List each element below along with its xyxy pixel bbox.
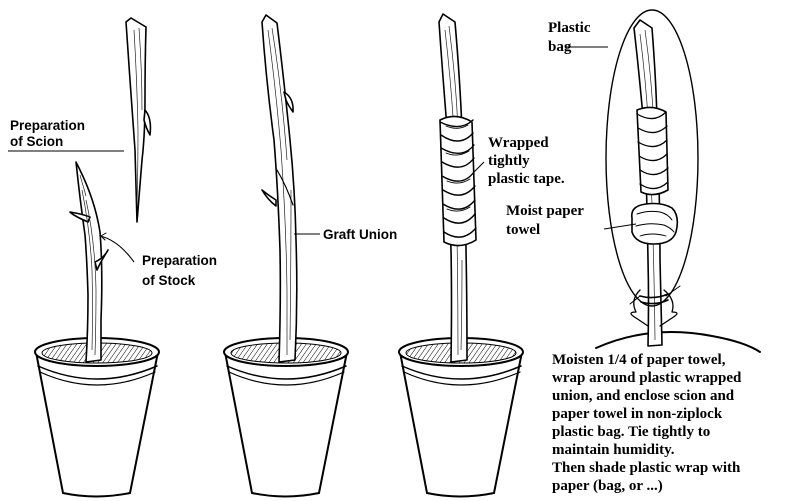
instruction-line: Then shade plastic wrap with: [552, 460, 741, 476]
instruction-line: paper (bag, or ...): [552, 478, 663, 494]
scion-1: [126, 18, 150, 222]
pot-3: [399, 338, 523, 497]
label-wrapped-line3: plastic tape.: [488, 171, 565, 187]
instruction-line: maintain humidity.: [552, 442, 675, 458]
label-scion-line2: of Scion: [10, 134, 63, 149]
label-towel-line2: towel: [506, 222, 540, 238]
instruction-line: Moisten 1/4 of paper towel,: [552, 352, 726, 368]
panel-preparation: [35, 18, 159, 497]
panel-graft-union: [224, 15, 348, 497]
instruction-line: plastic bag. Tie tightly to: [552, 424, 710, 440]
label-stock-line1: Preparation: [142, 253, 217, 268]
label-wrapped-line1: Wrapped: [488, 135, 549, 151]
leader-lines: [8, 47, 636, 262]
label-bag-line1: Plastic: [548, 20, 591, 36]
pot-4: [596, 332, 760, 352]
stock-1: [70, 162, 108, 362]
plastic-tape-wrap: [440, 116, 476, 245]
panel-wrapped: [399, 14, 523, 497]
wrapped-leader: [474, 162, 484, 172]
instruction-line: paper towel in non-ziplock: [552, 406, 723, 422]
instruction-block: Moisten 1/4 of paper towel, wrap around …: [552, 352, 742, 494]
label-scion-line1: Preparation: [10, 118, 85, 133]
label-graft-union: Graft Union: [323, 227, 397, 242]
pot-1: [35, 338, 159, 497]
moist-paper-towel: [632, 204, 678, 245]
label-wrapped-line2: tightly: [488, 153, 530, 169]
label-bag-line2: bag: [548, 39, 572, 55]
instruction-line: union, and enclose scion and: [552, 388, 735, 404]
panel-bagged: [596, 10, 760, 352]
label-towel-line1: Moist paper: [506, 203, 584, 219]
bagged-tape-wrap: [637, 107, 668, 194]
grafted-stem-2: [262, 15, 297, 362]
instruction-line: wrap around plastic wrapped: [552, 370, 742, 386]
label-stock-line2: of Stock: [142, 273, 196, 288]
